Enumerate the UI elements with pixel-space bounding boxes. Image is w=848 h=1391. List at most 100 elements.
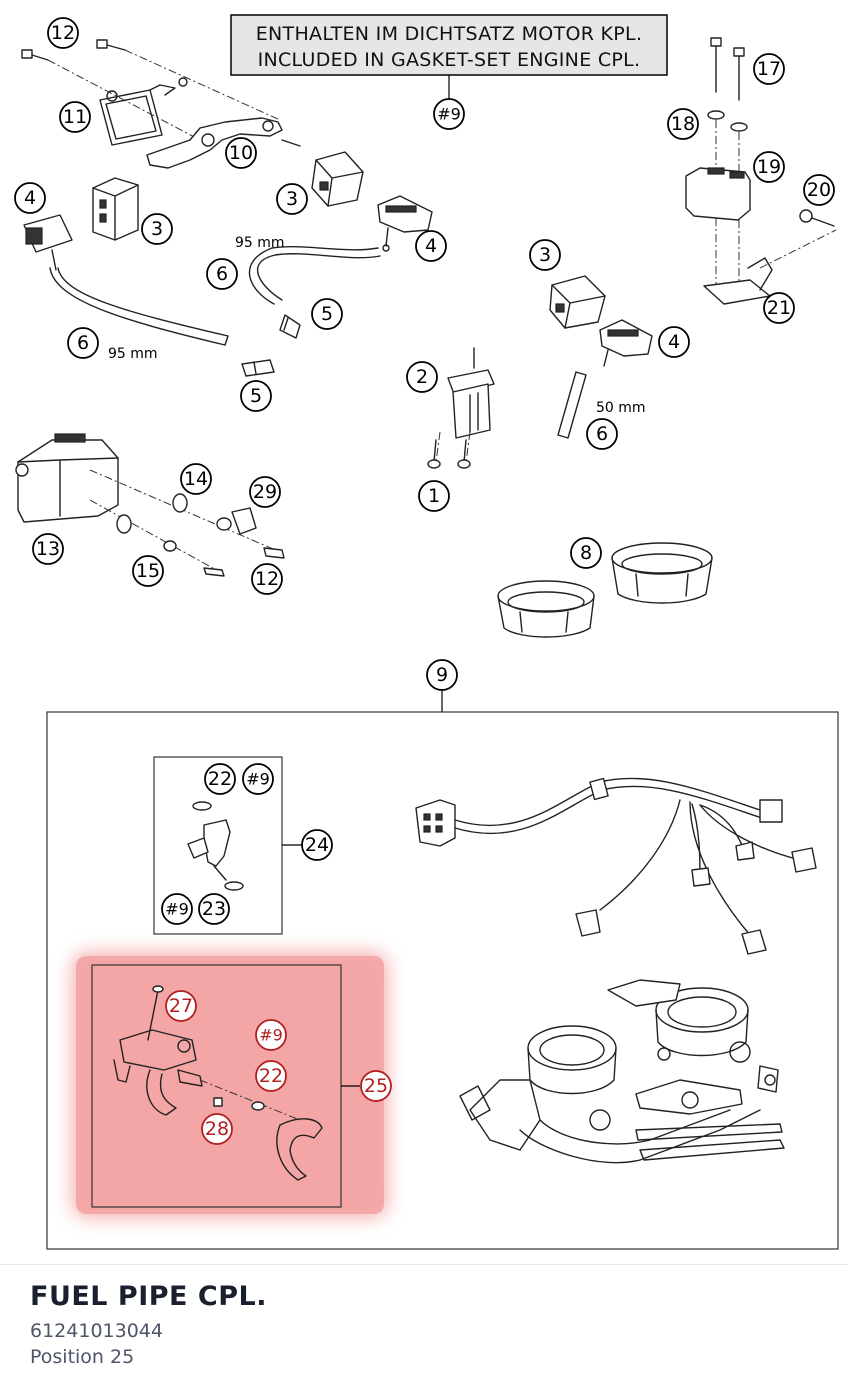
- callout-ref9-injector-top: #9: [242, 763, 274, 795]
- svg-text:#9: #9: [165, 900, 189, 919]
- callout-3-center: 3: [276, 183, 308, 215]
- hose-length-center: 95 mm: [235, 235, 285, 251]
- throttle-body-assembly-panel: [46, 711, 839, 1250]
- callout-29: 29: [249, 476, 281, 508]
- notice-line-german: ENTHALTEN IM DICHTSATZ MOTOR KPL.: [256, 23, 643, 45]
- svg-text:14: 14: [184, 468, 208, 490]
- svg-text:13: 13: [36, 538, 60, 560]
- svg-text:29: 29: [253, 481, 277, 503]
- callout-18: 18: [667, 108, 699, 140]
- svg-text:28: 28: [205, 1118, 229, 1140]
- callout-2: 2: [406, 361, 438, 393]
- callout-6-center: 6: [206, 258, 238, 290]
- callout-6-left: 6: [67, 327, 99, 359]
- connector-block-center: [311, 151, 364, 207]
- callout-12-bottom: 12: [251, 563, 283, 595]
- callout-17: 17: [753, 53, 785, 85]
- svg-text:19: 19: [757, 156, 781, 178]
- svg-text:4: 4: [668, 331, 680, 353]
- callout-6-right: 6: [586, 418, 618, 450]
- svg-text:20: 20: [807, 179, 831, 201]
- notice-line-english: INCLUDED IN GASKET-SET ENGINE CPL.: [258, 49, 641, 71]
- injector-subassembly: [153, 756, 302, 935]
- svg-text:1: 1: [428, 485, 440, 507]
- hose-length-left: 95 mm: [108, 346, 158, 362]
- svg-text:8: 8: [580, 542, 592, 564]
- callout-23: 23: [198, 893, 230, 925]
- fitting-left: [241, 359, 275, 377]
- svg-text:18: 18: [671, 113, 695, 135]
- svg-text:2: 2: [416, 366, 428, 388]
- svg-text:6: 6: [77, 332, 89, 354]
- svg-text:10: 10: [229, 142, 253, 164]
- callout-27: 27: [165, 990, 197, 1022]
- svg-text:21: 21: [767, 297, 791, 319]
- fuel-pipe-subassembly[interactable]: [91, 964, 360, 1208]
- svg-text:12: 12: [51, 22, 75, 44]
- control-unit: [15, 433, 285, 577]
- callout-10: 10: [225, 137, 257, 169]
- svg-text:9: 9: [436, 664, 448, 686]
- part-name: FUEL PIPE CPL.: [30, 1281, 267, 1312]
- connector-block-left: [92, 177, 139, 241]
- svg-text:5: 5: [321, 303, 333, 325]
- callout-5-left: 5: [240, 380, 272, 412]
- callout-ref9-injector-bottom: #9: [161, 893, 193, 925]
- hose-length-right: 50 mm: [596, 400, 646, 416]
- hose-left: [49, 267, 229, 346]
- svg-text:#9: #9: [259, 1026, 283, 1045]
- svg-text:#9: #9: [246, 770, 270, 789]
- svg-text:11: 11: [63, 106, 87, 128]
- callout-5-center: 5: [311, 298, 343, 330]
- callout-3-left: 3: [141, 213, 173, 245]
- callout-22-fuel-pipe: 22: [255, 1060, 287, 1092]
- svg-text:3: 3: [151, 218, 163, 240]
- ecu-mount-assembly: [685, 37, 837, 305]
- callout-13: 13: [32, 533, 64, 565]
- svg-text:4: 4: [425, 235, 437, 257]
- callout-11: 11: [59, 101, 91, 133]
- callout-8: 8: [570, 537, 602, 569]
- screw-left: [21, 49, 49, 61]
- exploded-parts-diagram: ENTHALTEN IM DICHTSATZ MOTOR KPL. INCLUD…: [14, 14, 839, 1250]
- callout-1: 1: [418, 480, 450, 512]
- svg-text:6: 6: [216, 263, 228, 285]
- callout-3-right: 3: [529, 239, 561, 271]
- fuel-pipe-highlight: [72, 952, 388, 1218]
- hose-right: [557, 371, 587, 439]
- callout-21: 21: [763, 292, 795, 324]
- callout-4-right: 4: [658, 326, 690, 358]
- bracket-assembly: [21, 39, 301, 169]
- wiring-harness: [415, 777, 817, 955]
- svg-text:12: 12: [255, 568, 279, 590]
- callout-ref9-fuel-pipe: #9: [255, 1019, 287, 1051]
- connector-block-right: [549, 275, 606, 329]
- svg-text:22: 22: [208, 768, 232, 790]
- callout-20: 20: [803, 174, 835, 206]
- part-number: 61241013044: [30, 1320, 163, 1342]
- svg-text:#9: #9: [437, 105, 461, 124]
- gasket-set-notice: ENTHALTEN IM DICHTSATZ MOTOR KPL. INCLUD…: [230, 14, 668, 100]
- svg-text:17: 17: [757, 58, 781, 80]
- sensor-center: [377, 195, 433, 252]
- svg-text:25: 25: [364, 1075, 388, 1097]
- svg-text:5: 5: [250, 385, 262, 407]
- callout-12-top: 12: [47, 17, 79, 49]
- sensor-left: [23, 214, 73, 271]
- callout-24: 24: [301, 829, 333, 861]
- callout-14: 14: [180, 463, 212, 495]
- svg-text:15: 15: [136, 560, 160, 582]
- part-position: Position 25: [30, 1346, 135, 1368]
- part-info-footer: FUEL PIPE CPL. 61241013044 Position 25: [0, 1264, 848, 1391]
- callout-25[interactable]: 25: [360, 1070, 392, 1102]
- fitting-center: [279, 314, 301, 339]
- svg-text:6: 6: [596, 423, 608, 445]
- callout-4-left: 4: [14, 182, 46, 214]
- hose-center: [248, 245, 381, 305]
- callout-28: 28: [201, 1113, 233, 1145]
- screw-right: [96, 39, 126, 51]
- svg-text:23: 23: [202, 898, 226, 920]
- idle-actuator: [427, 347, 495, 469]
- svg-text:3: 3: [539, 244, 551, 266]
- callout-22-injector: 22: [204, 763, 236, 795]
